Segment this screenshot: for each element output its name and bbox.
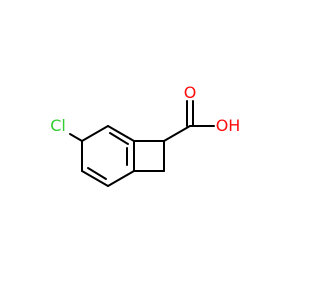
bond-c-carboxyl [163,125,191,142]
structure-drawing: Cl O OH [50,83,241,187]
atom-label-hydroxyl: OH [216,116,241,135]
atom-label-cl: Cl [50,116,66,135]
bond-c-cl [69,133,83,142]
atom-label-carbonyl-o: O [184,83,197,102]
bond-ring-1 [107,125,135,142]
bond-ring-double-3 [87,167,107,180]
bond-ring-6 [81,125,109,142]
bond-ring-double-1 [109,132,129,145]
bond-ring-3 [107,170,135,187]
bond-ring-4 [81,170,109,187]
structure-canvas: Cl O OH [50,83,241,187]
